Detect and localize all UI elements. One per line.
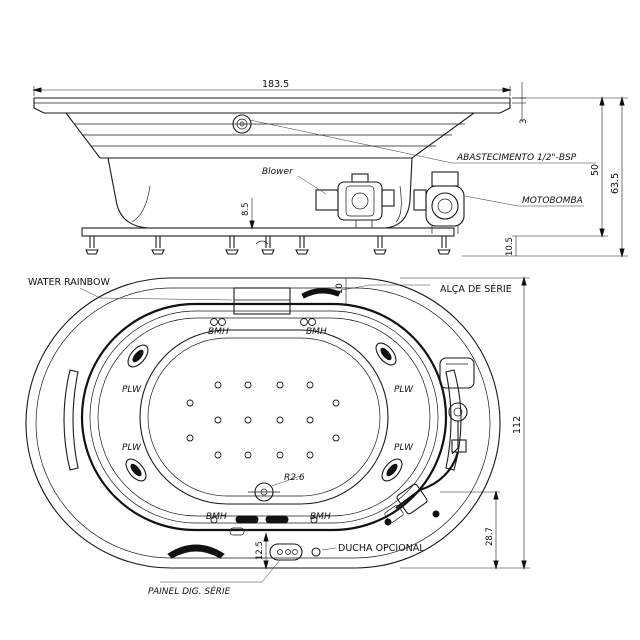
bmh-label-top-left: BMH [208,327,229,337]
bmh-label-top-right: BMH [306,327,327,337]
plw-jets [125,342,403,482]
motobomba-label: MOTOBOMBA [522,196,583,206]
plw-label-bottom-left: PLW [122,443,142,453]
digital-panel [269,543,303,561]
dim-rim-thickness: 3 [519,119,529,124]
abastecimento-label: ABASTECIMENTO 1/2"-BSP [456,153,577,163]
dim-panel-offset: 12.5 [255,541,265,560]
floor-air-jets [186,381,340,459]
dim-base-clearance: 10.5 [505,237,515,256]
dim-handle-depth: 10 [335,283,345,294]
dim-radius: R2.6 [284,473,305,483]
bmh-label-bottom-right: BMH [310,512,331,522]
plw-label-bottom-right: PLW [394,443,414,453]
blower-unit [315,173,395,228]
dim-blower-height: 8.5 [241,202,251,216]
bmh-jets-bottom [210,515,318,524]
painel-dig-serie-label: PAINEL DIG. SÉRIE [148,585,231,597]
tub-rim [33,97,511,114]
headrest-left [63,369,79,471]
dim-total-height: 63.5 [610,173,621,194]
tub-basin [139,329,389,505]
grab-handle-top [301,288,341,299]
ducha-opcional-label: DUCHA OPCIONAL [338,543,425,554]
side-elevation-view: Blower MOTOBOMBA ABASTECIMENTO 1/2"-BSP [32,79,628,258]
plan-pump-assembly [384,357,475,526]
plan-view: WATER RAINBOW ALÇA DE SÉRIE 10 BMH BMH B… [25,276,530,597]
alca-de-serie-label: ALÇA DE SÉRIE [440,283,512,295]
leveling-feet [85,236,451,255]
water-inlet-fitting [232,114,252,134]
base-frame [81,227,455,237]
tub-outer-rim [25,277,501,569]
optional-shower [311,547,321,557]
water-rainbow-unit [233,287,291,315]
plw-label-top-left: PLW [122,385,142,395]
dim-overall-length: 183.5 [262,79,289,90]
bmh-label-bottom-left: BMH [206,512,227,522]
dim-tub-height: 50 [590,164,601,176]
bmh-jets-top [210,318,316,326]
water-rainbow-label: WATER RAINBOW [28,277,111,288]
blower-label: Blower [262,167,294,177]
plw-label-top-right: PLW [394,385,414,395]
tub-lower-body [107,157,413,229]
grab-handle-bottom [167,544,225,559]
dim-pump-offset: 28.7 [485,527,495,546]
drain [248,482,280,502]
motobomba-unit [413,171,465,234]
inner-channel [80,302,448,532]
dim-plan-width: 112 [512,416,523,434]
tub-shell [65,112,475,159]
